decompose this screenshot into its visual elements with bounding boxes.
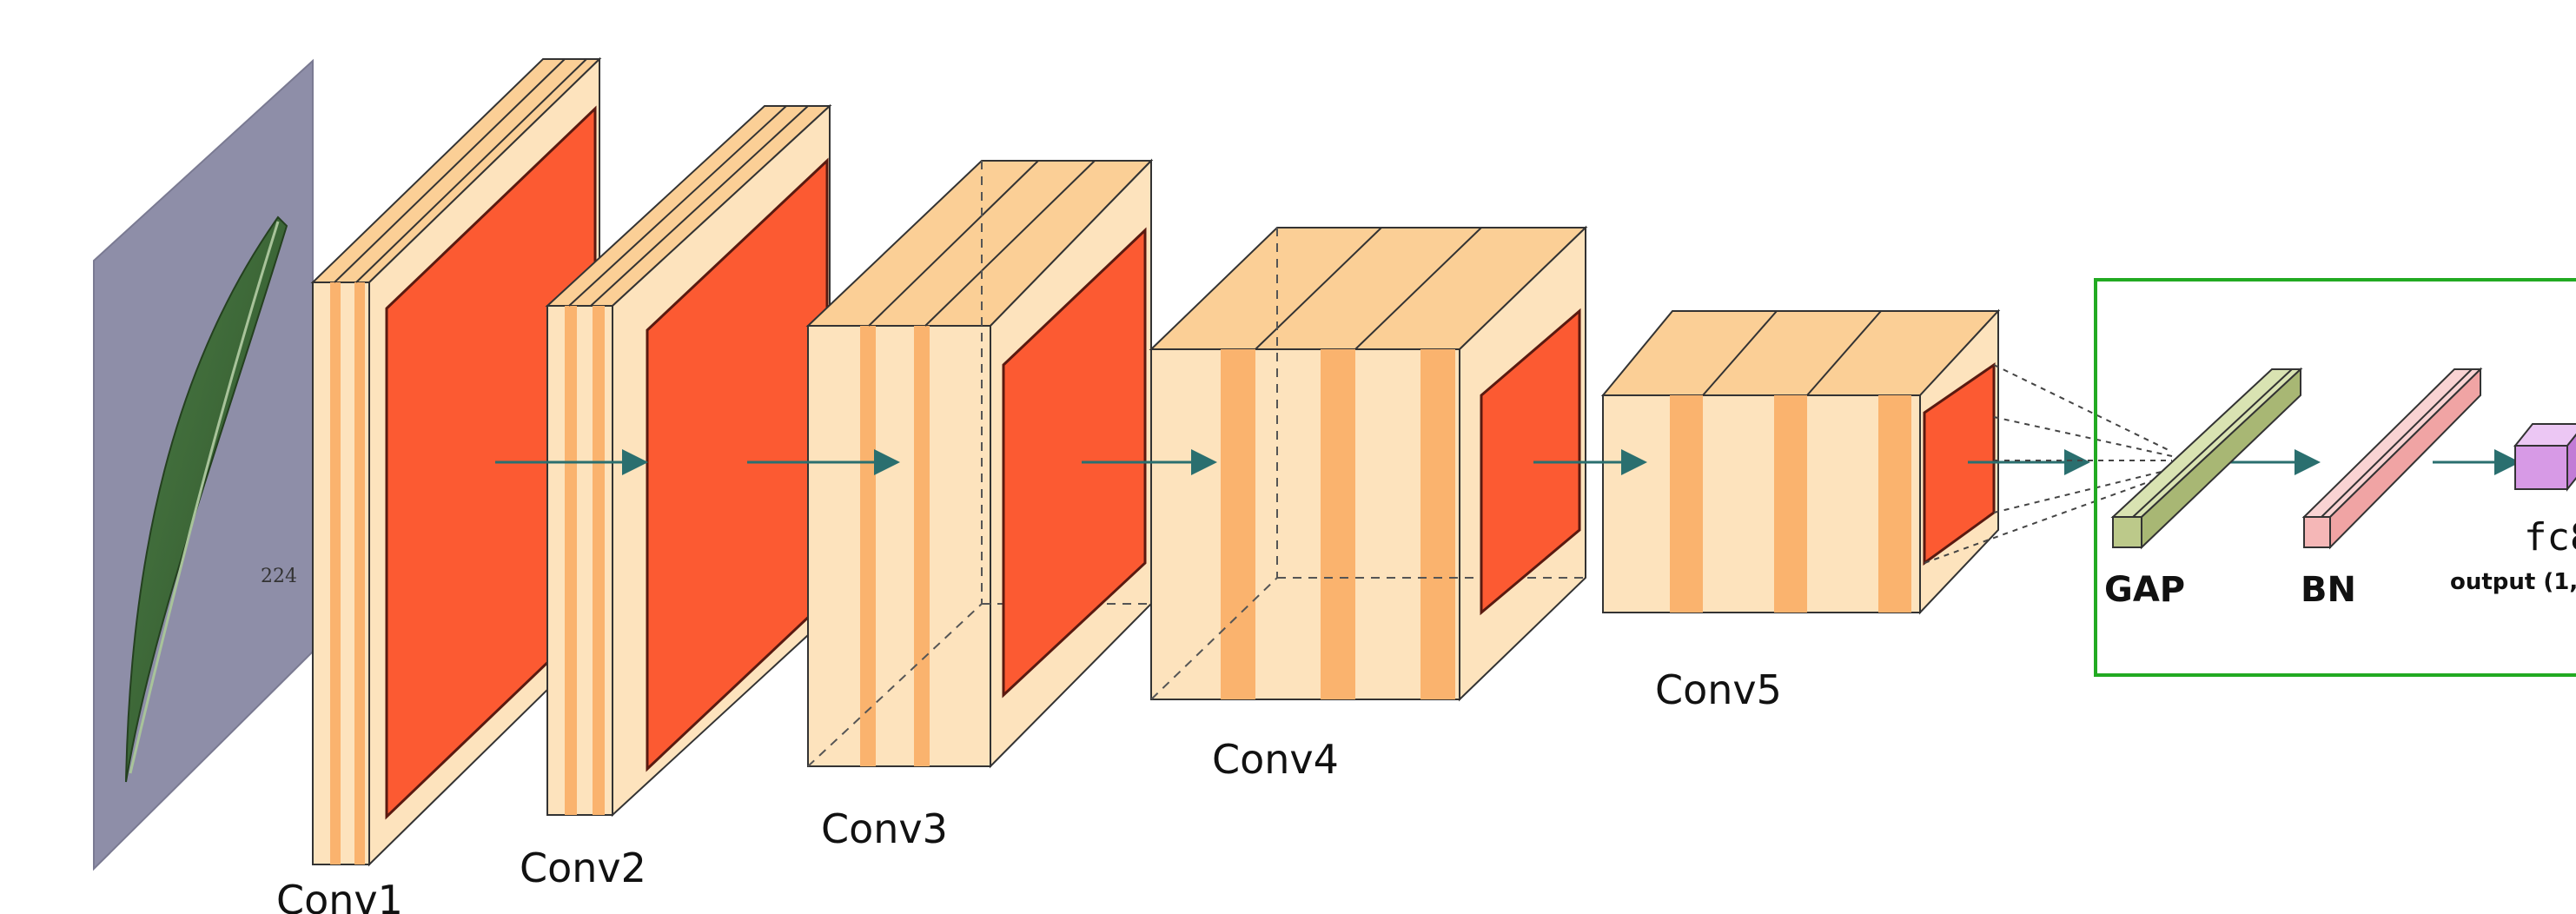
conv5-label: Conv5 (1655, 666, 1782, 713)
fc8-layer (2513, 423, 2576, 492)
projection-lines (1924, 364, 2173, 564)
classification-head-box (2094, 278, 2576, 677)
gap-layer (2110, 367, 2303, 550)
bn-layer (2301, 367, 2483, 550)
conv4-feature-map (1480, 308, 1581, 616)
leaf-icon (125, 215, 288, 783)
conv3-label: Conv3 (821, 805, 948, 852)
conv2-label: Conv2 (520, 844, 646, 891)
conv3-block (805, 158, 1154, 769)
conv4-block (1149, 225, 1588, 702)
conv1-label: Conv1 (276, 877, 403, 914)
conv3-feature-map (1002, 227, 1147, 699)
gap-label: GAP (2104, 570, 2185, 610)
conv2-block (545, 103, 832, 818)
conv5-block (1600, 308, 2001, 615)
conv1-block (310, 56, 602, 867)
output-label: output (1,4) (2450, 569, 2576, 595)
conv4-label: Conv4 (1212, 736, 1339, 783)
bn-label: BN (2301, 570, 2356, 610)
fc8-label: fc8 (2524, 515, 2576, 560)
input-size-label: 224 (261, 566, 297, 587)
input-image: 224 (93, 58, 314, 871)
